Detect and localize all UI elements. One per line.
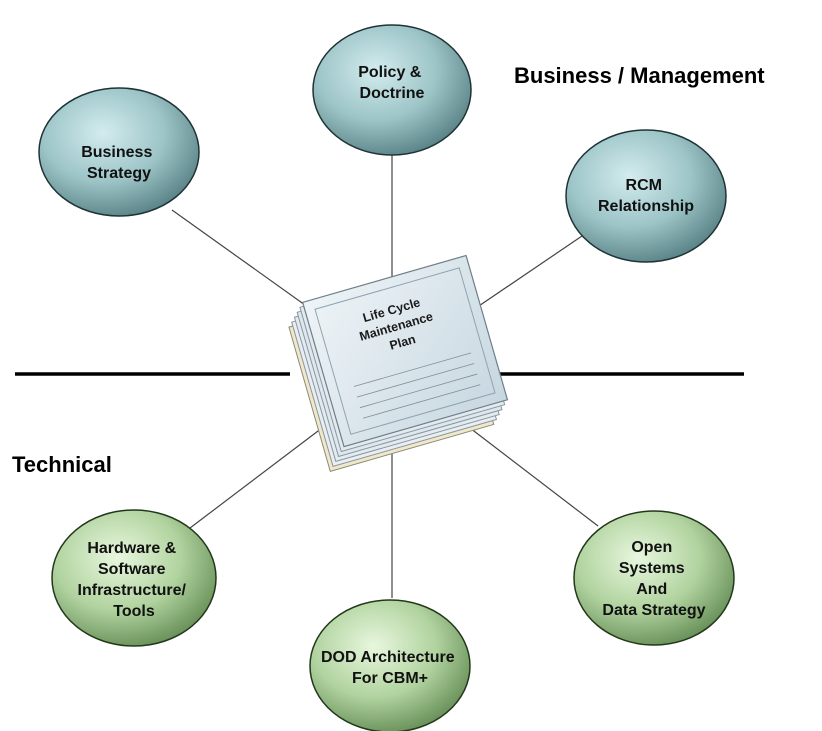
node-label-line: Policy &	[358, 64, 422, 81]
node-ellipse	[51, 509, 217, 647]
connector-business-strategy	[171, 209, 313, 311]
connector-rcm	[469, 235, 583, 313]
node-label-line: Infrastructure/	[78, 582, 187, 599]
node-label-line: Business	[81, 144, 152, 161]
node-label-line: And	[636, 581, 667, 598]
node-label: Open Systems And Data Strategy	[602, 539, 705, 619]
node-label-line: Strategy	[87, 165, 151, 182]
node-ellipse	[573, 510, 735, 646]
node-label-line: Software	[98, 561, 166, 578]
node-ellipse	[565, 129, 727, 263]
node-label: Policy & Doctrine	[358, 64, 426, 102]
section-label-technical: Technical	[12, 452, 112, 477]
node-hardware-software: Hardware & Software Infrastructure/ Tool…	[51, 509, 217, 647]
node-label: RCM Relationship	[598, 177, 694, 215]
node-dod-architecture: DOD Architecture For CBM+	[309, 599, 471, 731]
node-label-line: RCM	[626, 177, 662, 194]
node-ellipse	[312, 24, 472, 156]
node-label-line: DOD Architecture	[321, 649, 455, 666]
node-label-line: Tools	[113, 603, 155, 620]
node-label-line: Open	[631, 539, 672, 556]
section-label-business: Business / Management	[514, 63, 765, 88]
node-label: Hardware & Software Infrastructure/ Tool…	[78, 540, 191, 620]
document-stack: Life Cycle Maintenance Plan	[288, 254, 509, 472]
cover-rule	[356, 363, 475, 398]
node-policy-doctrine: Policy & Doctrine	[312, 24, 472, 156]
node-rcm-relationship: RCM Relationship	[565, 129, 727, 263]
node-label-line: For CBM+	[352, 670, 428, 687]
node-ellipse	[309, 599, 471, 731]
node-label-line: Data Strategy	[602, 602, 705, 619]
node-label-line: Hardware &	[87, 540, 176, 557]
node-business-strategy: Business Strategy	[38, 87, 200, 217]
document-title-line: Plan	[388, 332, 417, 353]
node-label-line: Systems	[619, 560, 685, 577]
node-label-line: Relationship	[598, 198, 694, 215]
life-cycle-maintenance-plan-document: Life Cycle Maintenance Plan	[288, 254, 509, 472]
node-open-systems: Open Systems And Data Strategy	[573, 510, 735, 646]
node-label: DOD Architecture For CBM+	[321, 649, 459, 687]
connector-open-systems	[469, 427, 599, 527]
node-ellipse	[38, 87, 200, 217]
cover-rule	[362, 384, 481, 419]
connector-lines	[171, 152, 599, 598]
document-cover	[301, 254, 509, 448]
node-label-line: Doctrine	[360, 85, 425, 102]
node-label: Business Strategy	[81, 144, 157, 182]
cover-rule	[353, 352, 472, 387]
cover-rule	[359, 373, 478, 409]
connector-hardware	[189, 427, 323, 529]
cover-inner-border	[314, 267, 496, 435]
